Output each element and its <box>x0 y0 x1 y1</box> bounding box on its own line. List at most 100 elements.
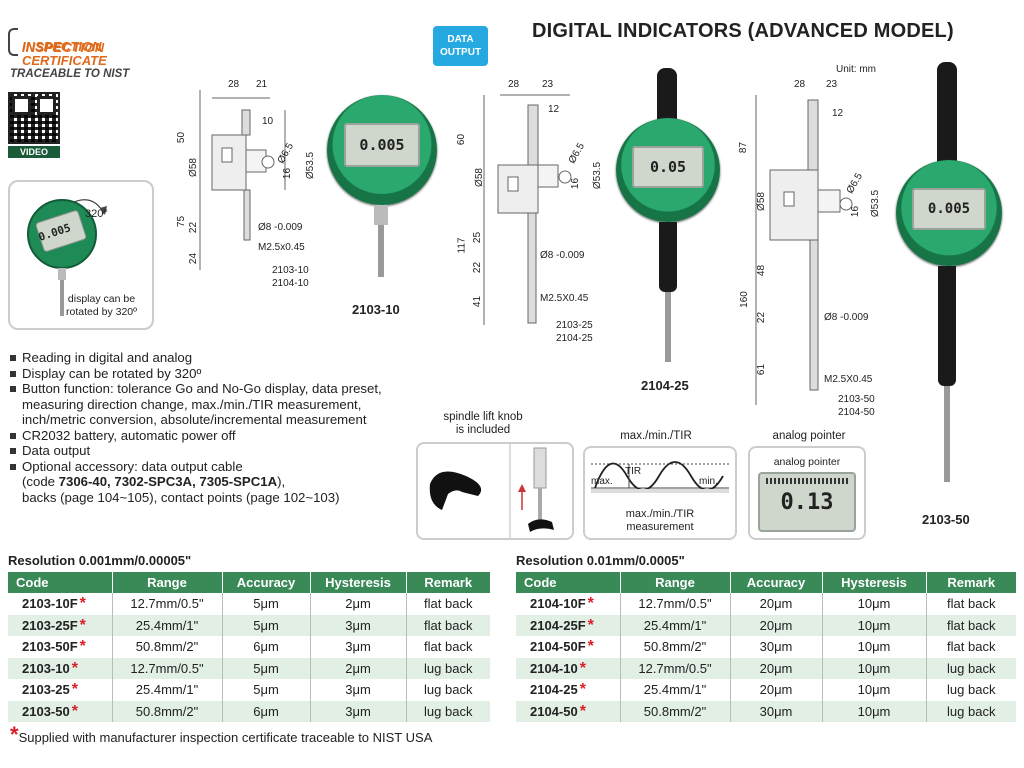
certificate-star-icon: * <box>587 595 594 613</box>
hysteresis-cell: 2μm <box>310 593 407 615</box>
spindle-caption: spindle lift knob is included <box>440 411 526 437</box>
hysteresis-cell: 10μm <box>822 679 927 701</box>
dimension-drawing-1 <box>199 90 286 270</box>
tir-subcaption: max./min./TIR measurement <box>585 508 735 534</box>
cell-text: 2103-10F <box>22 596 78 612</box>
d3-dim-left-4: 48 <box>756 264 768 277</box>
hysteresis-cell: 2μm <box>310 657 407 679</box>
indicator-2104-25-dial: 0.05 <box>616 118 720 222</box>
certificate-star-icon: * <box>579 681 586 699</box>
data-output-badge: DATA OUTPUT <box>433 26 488 66</box>
accuracy-cell: 30μm <box>730 636 823 658</box>
d2-dim-right-2: 16 <box>570 177 582 190</box>
cell-text: 50.8mm/2" <box>643 639 707 655</box>
range-cell: 25.4mm/1" <box>620 614 731 636</box>
accuracy-cell: 20μm <box>730 593 823 615</box>
rotation-note-line1: display can be <box>67 293 136 305</box>
col-accuracy: Accuracy <box>730 572 823 593</box>
spindle-knob-box <box>416 442 574 540</box>
analog-scale-icon <box>766 478 848 484</box>
hysteresis-cell: 3μm <box>310 679 407 701</box>
cell-text: 3μm <box>345 617 371 633</box>
remark-cell: flat back <box>926 614 1016 636</box>
accessory-line1: Optional accessory: data output cable <box>22 458 243 474</box>
cert-traceable: TRACEABLE TO NIST <box>10 68 130 80</box>
spindle-knob-illustration <box>429 444 554 538</box>
indicator-2104-25-cap <box>657 68 677 128</box>
range-cell: 25.4mm/1" <box>112 614 223 636</box>
d3-shaft: Ø8 -0.009 <box>824 312 869 323</box>
d1-dim-right-3: Ø53.5 <box>305 151 317 180</box>
accuracy-cell: 6μm <box>222 700 311 722</box>
d1-dim-right-2: 16 <box>282 167 294 180</box>
cell-text: 20μm <box>759 596 793 612</box>
product-label-2103-10: 2103-10 <box>352 302 400 317</box>
spec-table-right: Code Range Accuracy Hysteresis Remark 21… <box>516 572 1016 722</box>
accuracy-cell: 6μm <box>222 636 311 658</box>
video-label[interactable]: VIDEO <box>8 146 60 158</box>
accuracy-cell: 5μm <box>222 657 311 679</box>
remark-cell: flat back <box>406 593 490 615</box>
cell-text: 2103-25 <box>22 682 70 698</box>
d3-dim-12: 12 <box>832 108 844 119</box>
qr-code-icon[interactable] <box>8 92 60 144</box>
cell-text: 2104-50 <box>530 703 578 719</box>
certificate-star-icon: * <box>587 638 594 656</box>
cell-text: 25.4mm/1" <box>135 617 199 633</box>
accuracy-cell: 20μm <box>730 614 823 636</box>
accessory-code-prefix: (code <box>22 474 59 489</box>
footnote-star-icon: * <box>10 722 19 747</box>
accuracy-cell: 5μm <box>222 679 311 701</box>
code-cell: 2104-50* <box>516 700 621 722</box>
range-cell: 12.7mm/0.5" <box>112 593 223 615</box>
cell-text: lug back <box>947 682 996 698</box>
indicator-2103-10-spindle <box>378 225 384 277</box>
table-left-title: Resolution 0.001mm/0.00005" <box>8 553 192 568</box>
indicator-2104-25-spindle <box>665 292 671 362</box>
cell-text: 2104-10F <box>530 596 586 612</box>
cell-text: 20μm <box>759 682 793 698</box>
d2-dim-left-2: Ø58 <box>473 168 485 187</box>
cell-text: 2μm <box>345 596 371 612</box>
spindle-caption-line2: is included <box>455 424 511 436</box>
col-code: Code <box>8 572 113 593</box>
rotatable-indicator-illustration <box>27 199 107 316</box>
accuracy-cell: 20μm <box>730 679 823 701</box>
cell-text: 10μm <box>857 617 891 633</box>
certificate-star-icon: * <box>79 595 86 613</box>
table-row: 2103-10F* 12.7mm/0.5" 5μm 2μm flat back <box>8 593 490 615</box>
code-cell: 2104-25* <box>516 679 621 701</box>
d2-dim-12: 12 <box>548 104 560 115</box>
d1-dim-left-1: 50 <box>176 131 188 144</box>
code-cell: 2104-50F* <box>516 636 621 658</box>
accessory-line3: backs (page 104~105), contact points (pa… <box>22 489 340 505</box>
cell-text: 12.7mm/0.5" <box>130 596 204 612</box>
col-hysteresis: Hysteresis <box>822 572 927 593</box>
range-cell: 12.7mm/0.5" <box>620 657 731 679</box>
cert-line-2-text: CERTIFICATE <box>22 53 107 68</box>
cell-text: 6μm <box>253 639 279 655</box>
accuracy-cell: 5μm <box>222 593 311 615</box>
dimension-drawing-2 <box>483 94 572 325</box>
cell-text: 2103-10 <box>22 660 70 676</box>
d2-thread: M2.5X0.45 <box>540 293 589 304</box>
d2-dim-top-2: 23 <box>542 79 554 90</box>
remark-cell: lug back <box>926 700 1016 722</box>
feature-item: Button function: tolerance Go and No-Go … <box>8 381 408 428</box>
tir-wave-illustration <box>591 461 729 493</box>
d1-dim-10: 10 <box>262 116 274 127</box>
range-cell: 25.4mm/1" <box>112 679 223 701</box>
cell-text: 5μm <box>253 682 279 698</box>
d3-dim-left-1: 87 <box>738 141 750 154</box>
feature-list: Reading in digital and analog Display ca… <box>8 350 408 505</box>
tir-box: TIR max. min. max./min./TIR measurement <box>583 446 737 540</box>
rotation-note-line2: rotated by 320º <box>66 306 137 318</box>
d2-dim-right-3: Ø53.5 <box>592 161 604 190</box>
certificate-star-icon: * <box>71 702 78 720</box>
indicator-2103-50-dial: 0.005 <box>896 160 1002 266</box>
d3-dim-left-3: 160 <box>738 291 750 308</box>
cell-text: 5μm <box>253 617 279 633</box>
